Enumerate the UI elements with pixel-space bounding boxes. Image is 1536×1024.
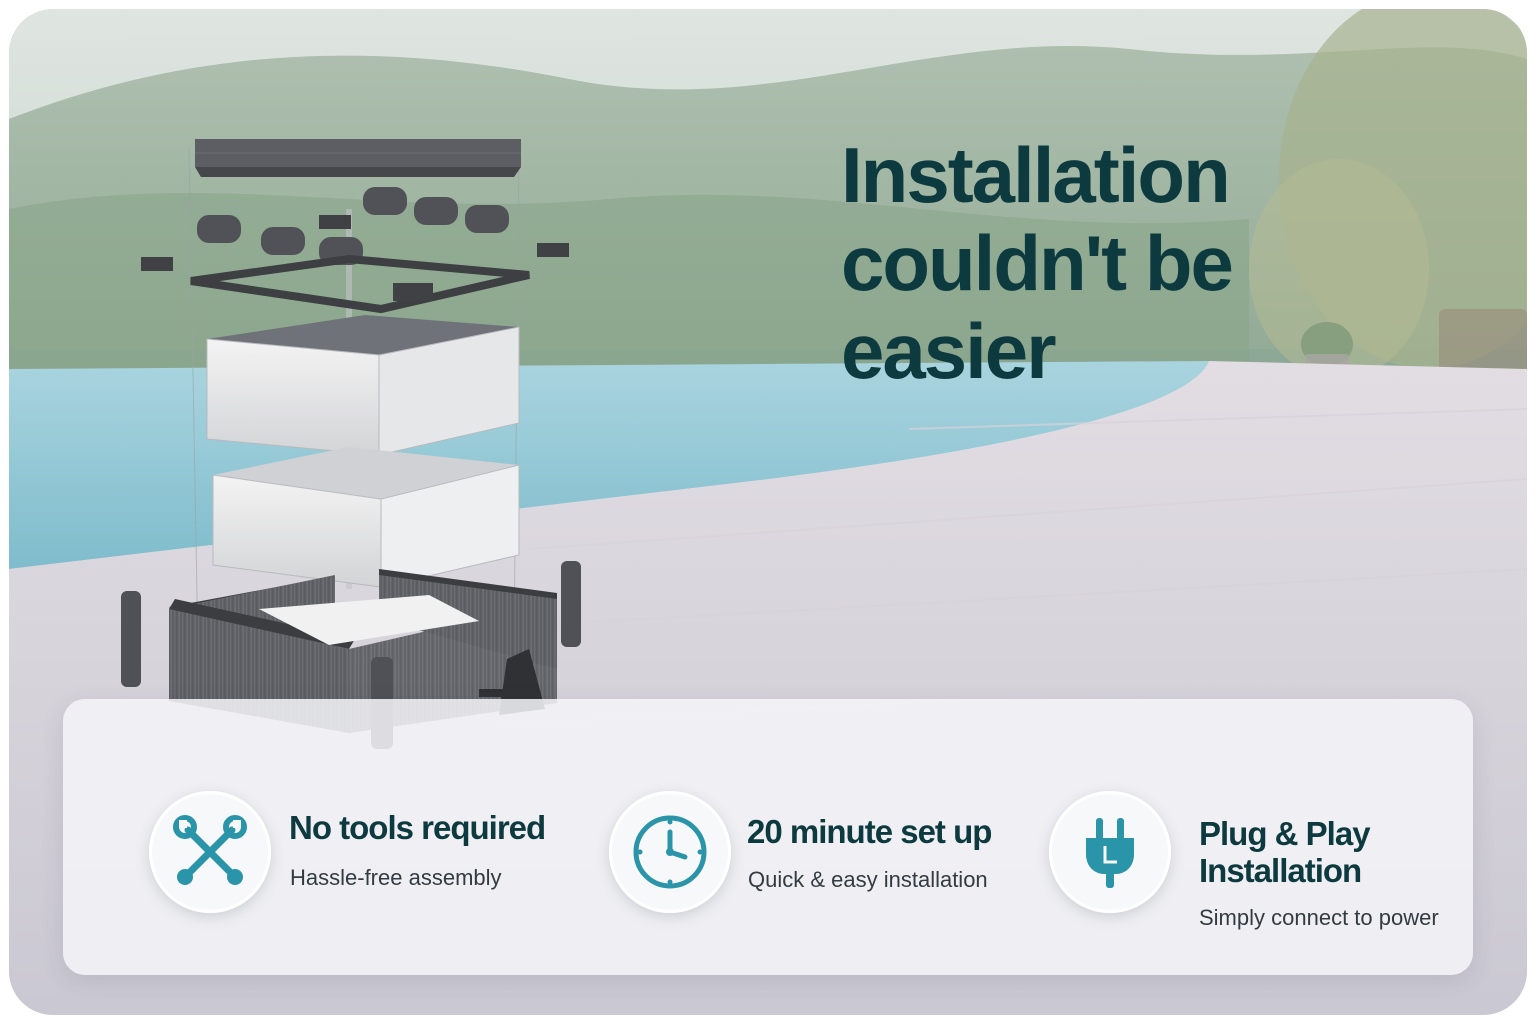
feature-title-line-1: Plug & Play	[1199, 815, 1371, 852]
feature-title: 20 minute set up	[747, 813, 992, 850]
feature-icon-badge	[1049, 791, 1171, 913]
feature-title-line-2: Installation	[1199, 852, 1362, 889]
feature-no-tools: No tools required Hassle-free assembly	[63, 699, 546, 975]
clock-icon	[633, 815, 707, 889]
feature-subtitle: Quick & easy installation	[748, 867, 988, 892]
feature-icon-badge	[609, 791, 731, 913]
headline-line-2: couldn't be	[841, 219, 1234, 307]
feature-title: No tools required	[289, 809, 546, 846]
feature-setup-time: 20 minute set up Quick & easy installati…	[533, 699, 992, 975]
feature-subtitle: Simply connect to power	[1199, 905, 1439, 930]
headline-line-3: easier	[841, 307, 1057, 395]
plug-icon	[1086, 818, 1134, 888]
feature-title: Plug & Play Installation	[1199, 815, 1371, 889]
product-banner: Installation couldn't be easier	[9, 9, 1527, 1015]
feature-plug-and-play: Plug & Play Installation Simply connect …	[983, 699, 1473, 975]
feature-subtitle: Hassle-free assembly	[290, 865, 502, 890]
headline: Installation couldn't be easier	[841, 131, 1361, 395]
features-panel: No tools required Hassle-free assembly 2…	[63, 699, 1473, 975]
feature-icon-badge	[149, 791, 271, 913]
crossed-wrenches-icon	[173, 815, 247, 885]
headline-line-1: Installation	[841, 131, 1231, 219]
